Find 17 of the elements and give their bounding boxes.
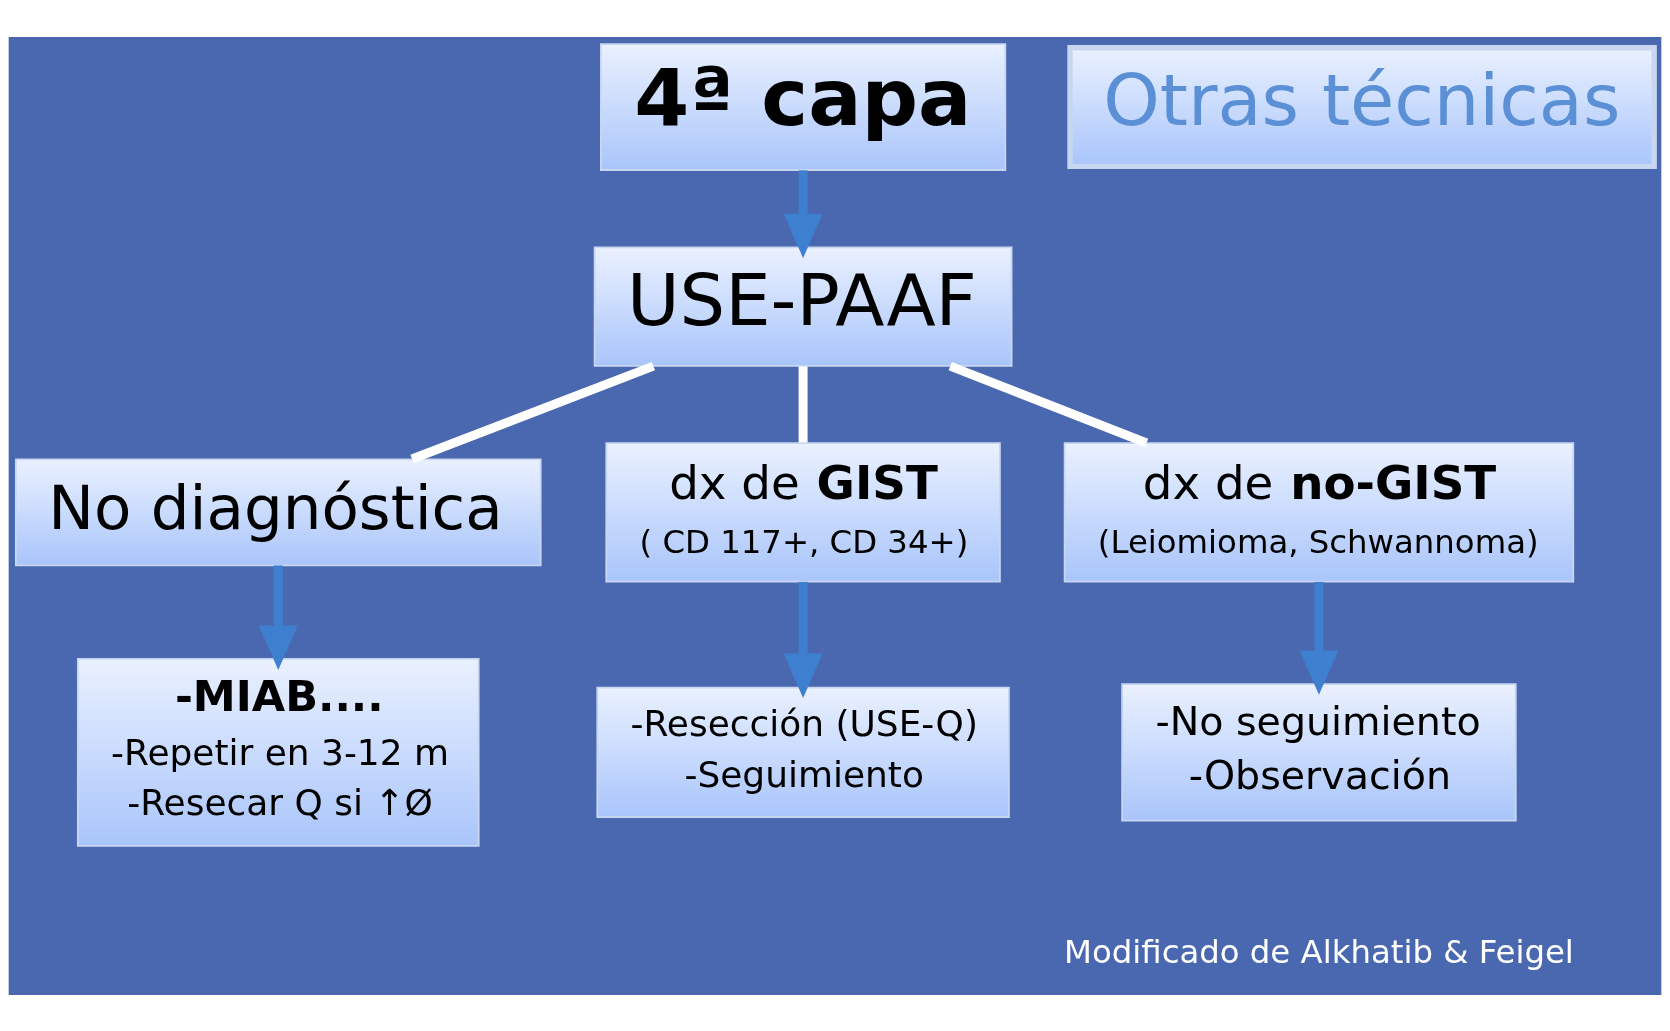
label: Modificado de Alkhatib & Feigel — [1064, 932, 1574, 971]
node-box: Otras técnicas — [1067, 44, 1657, 169]
arrow — [258, 565, 298, 670]
arrow — [783, 581, 823, 698]
arrow — [1299, 581, 1339, 695]
node-box: -No seguimiento -Observación — [1121, 682, 1517, 822]
node-box: No diagnóstica — [14, 458, 542, 566]
node-box: USE-PAAF — [593, 245, 1013, 367]
node-box: 4ª capa — [600, 42, 1007, 171]
node-box: -Resección (USE-Q) -Seguimiento — [596, 686, 1010, 818]
node-box: dx de no-GIST (Leiomioma, Schwannoma) — [1063, 441, 1575, 582]
node-box: -MIAB.... -Repetir en 3-12 m -Resecar Q si ↑Ø — [76, 657, 480, 847]
arrow — [783, 169, 823, 258]
node-box: dx de GIST ( CD 117+, CD 34+) — [605, 441, 1001, 582]
connector — [410, 361, 656, 463]
connector — [948, 361, 1149, 447]
connector — [798, 365, 808, 443]
